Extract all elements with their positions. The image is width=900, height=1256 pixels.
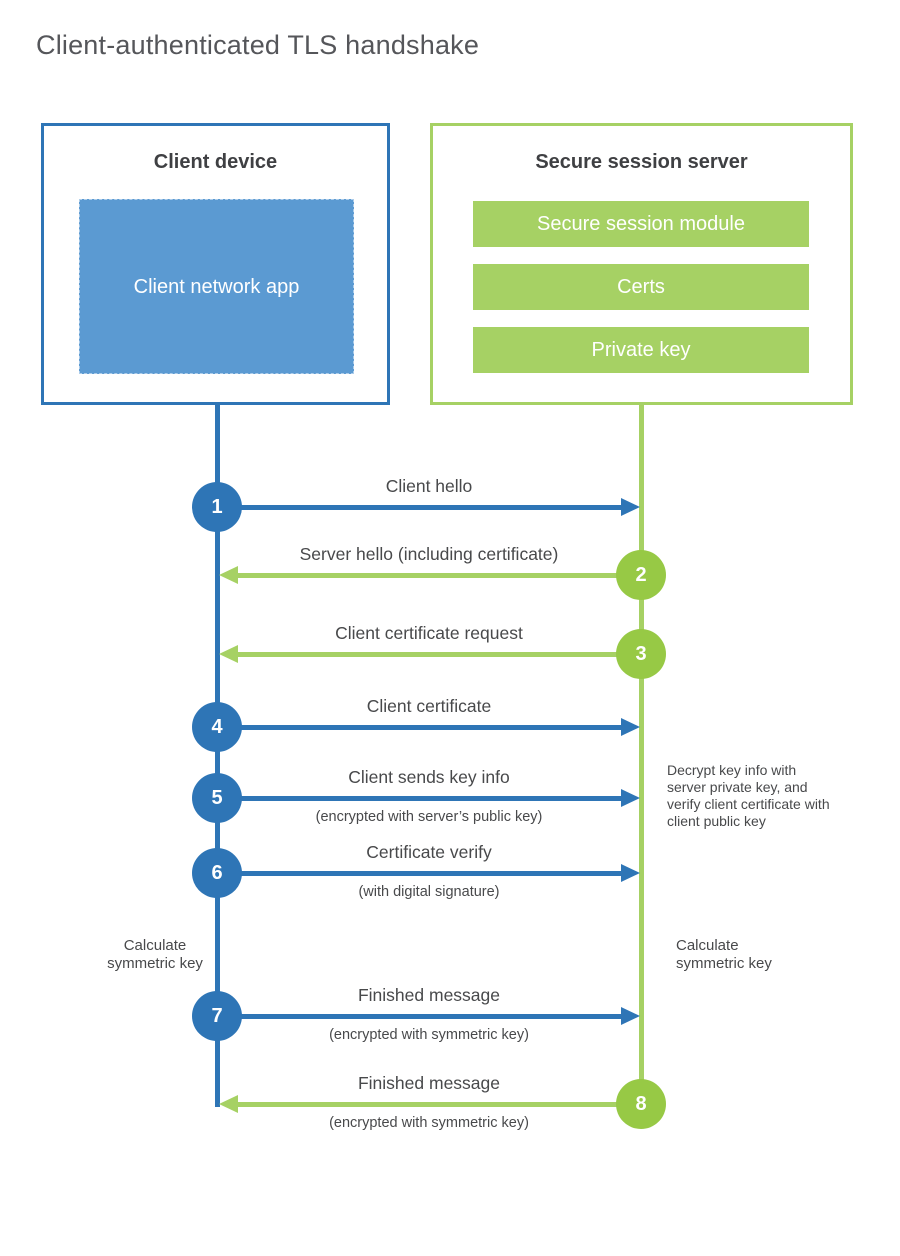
server-module-label: Private key	[591, 338, 691, 361]
server-module-private-key: Private key	[473, 327, 809, 373]
message-label: Certificate verify	[366, 842, 492, 862]
client-device-title: Client device	[153, 151, 278, 173]
message-label: Client certificate request	[335, 623, 523, 643]
server-module-secure-session: Secure session module	[473, 201, 809, 247]
decrypt-key-note: Decrypt key info with server private key…	[667, 762, 830, 829]
message-arrowhead-icon	[219, 566, 238, 584]
server-module-label: Certs	[617, 275, 665, 298]
message-arrow-shaft	[237, 652, 644, 657]
step-number: 3	[635, 642, 647, 665]
message-arrowhead-icon	[219, 645, 238, 663]
client-network-app-label: Client network app	[133, 275, 300, 298]
step-number: 8	[635, 1092, 647, 1115]
step-number-badge: 1	[192, 482, 242, 532]
step-number: 4	[211, 715, 223, 738]
message-label: Client certificate	[366, 696, 492, 716]
message-label: Client sends key info	[348, 767, 510, 787]
step-number: 6	[211, 861, 223, 884]
server-module-certs: Certs	[473, 264, 809, 310]
step-number: 7	[211, 1004, 223, 1027]
message-arrow-shaft	[217, 796, 622, 801]
message-arrowhead-icon	[219, 1095, 238, 1113]
message-label: Client hello	[385, 476, 473, 496]
message-arrowhead-icon	[621, 789, 640, 807]
page-title: Client-authenticated TLS handshake	[36, 30, 480, 60]
step-number-badge: 2	[616, 550, 666, 600]
step-number-badge: 3	[616, 629, 666, 679]
message-arrow-shaft	[217, 725, 622, 730]
step-number-badge: 7	[192, 991, 242, 1041]
message-arrow-shaft	[237, 573, 644, 578]
message-arrowhead-icon	[621, 498, 640, 516]
calculate-symmetric-key-note-server: Calculate symmetric key	[676, 937, 772, 972]
message-label: Finished message	[357, 1073, 501, 1093]
step-number-badge: 8	[616, 1079, 666, 1129]
message-sublabel: (encrypted with symmetric key)	[329, 1027, 529, 1043]
message-sublabel: (with digital signature)	[358, 884, 500, 900]
message-sublabel: (encrypted with server’s public key)	[315, 809, 543, 825]
server-lifeline	[639, 405, 644, 1105]
message-arrowhead-icon	[621, 718, 640, 736]
secure-session-server-title: Secure session server	[535, 151, 748, 173]
message-arrow-shaft	[237, 1102, 644, 1107]
server-module-label: Secure session module	[537, 212, 745, 235]
message-label: Finished message	[357, 985, 501, 1005]
step-number-badge: 6	[192, 848, 242, 898]
step-number: 5	[211, 786, 223, 809]
step-number: 2	[635, 563, 647, 586]
client-network-app-box: Client network app	[79, 199, 354, 374]
message-arrowhead-icon	[621, 864, 640, 882]
message-label: Server hello (including certificate)	[299, 544, 559, 564]
message-arrow-shaft	[217, 505, 622, 510]
message-sublabel: (encrypted with symmetric key)	[329, 1115, 529, 1131]
client-lifeline	[215, 405, 220, 1107]
step-number-badge: 4	[192, 702, 242, 752]
step-number-badge: 5	[192, 773, 242, 823]
calculate-symmetric-key-note-client: Calculate symmetric key	[107, 937, 203, 972]
message-arrow-shaft	[217, 871, 622, 876]
message-arrowhead-icon	[621, 1007, 640, 1025]
message-arrow-shaft	[217, 1014, 622, 1019]
step-number: 1	[211, 495, 223, 518]
